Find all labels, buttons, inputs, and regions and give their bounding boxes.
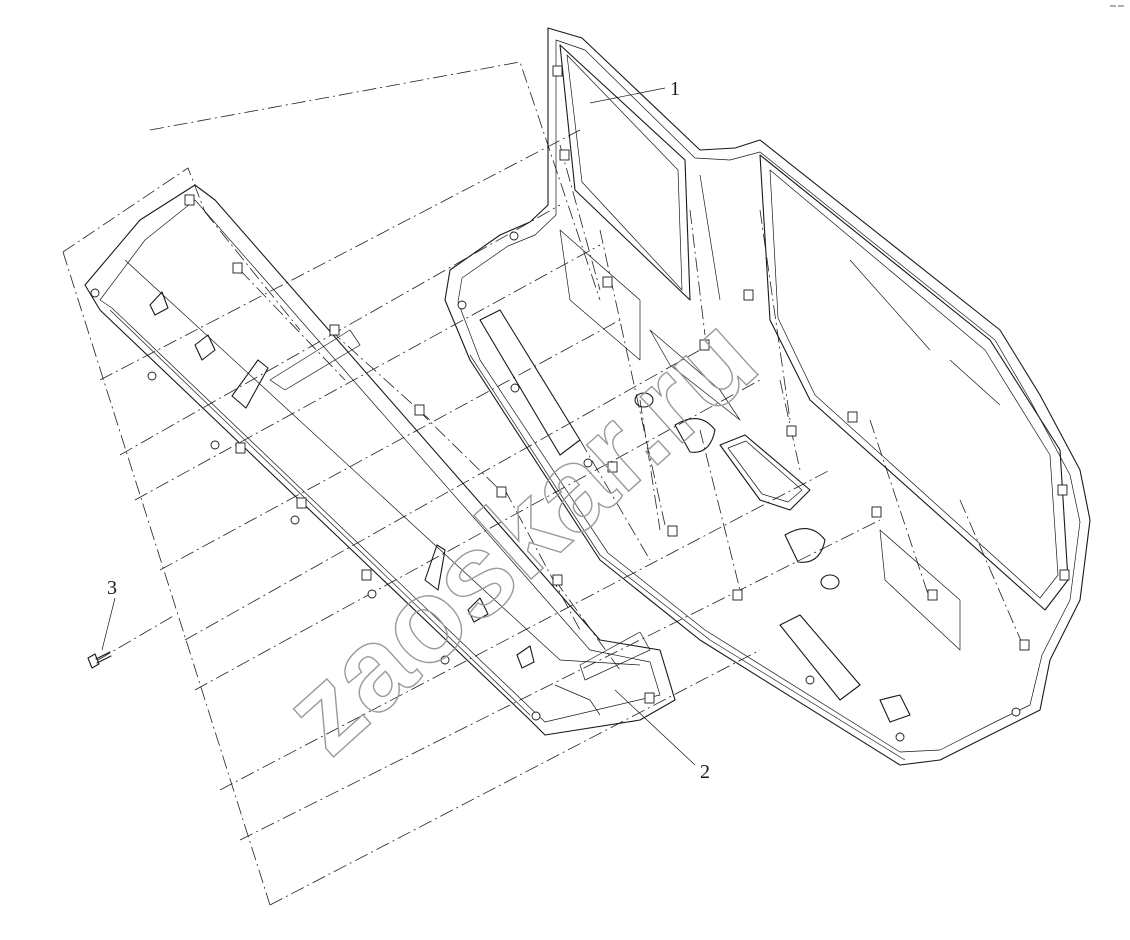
callout-label-3: 3 xyxy=(107,577,117,599)
part-2-trim-panel xyxy=(84,184,676,736)
callout-label-1: 1 xyxy=(670,78,680,100)
part-3-screw xyxy=(87,651,112,669)
callout-leaders xyxy=(101,87,696,766)
assembly-guide-lines xyxy=(62,61,1026,906)
part-2-clip-tabs xyxy=(90,194,655,721)
part-1-clip-tabs xyxy=(457,65,1070,742)
callout-label-2: 2 xyxy=(700,761,710,783)
watermark: zaoskar.ru xyxy=(258,290,782,780)
watermark-text: zaoskar.ru xyxy=(259,291,781,780)
